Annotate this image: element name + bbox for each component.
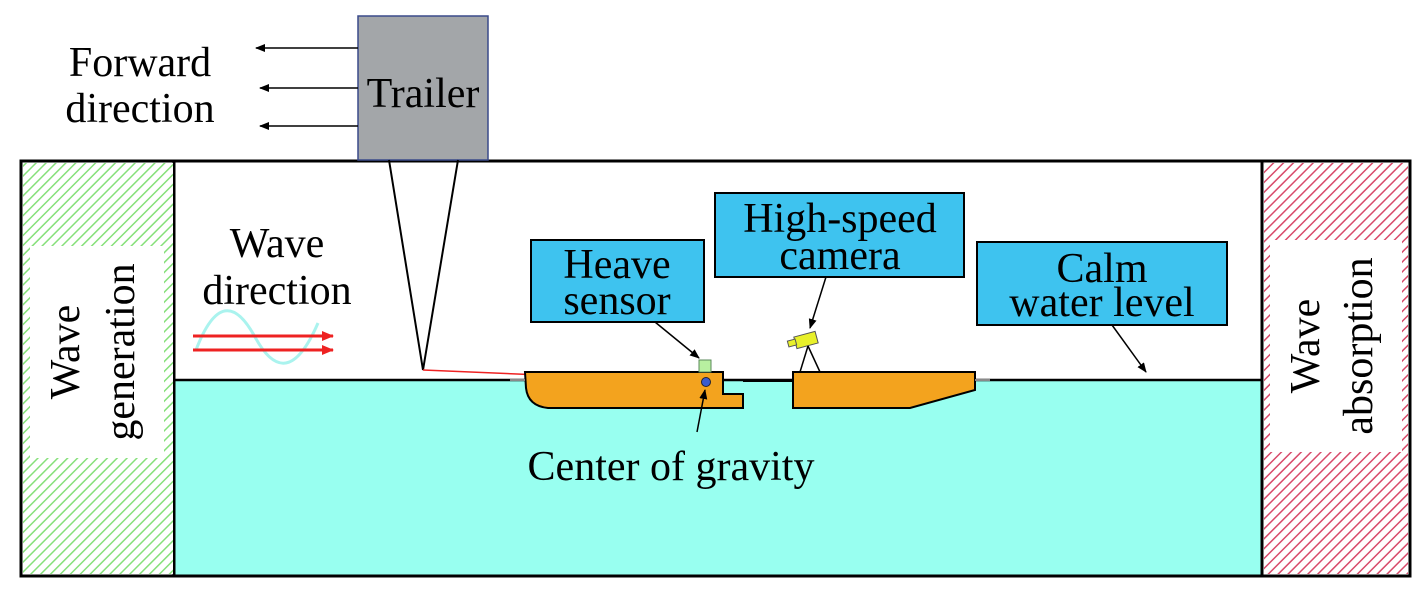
wave-generation-label-1: Wave (43, 305, 89, 400)
cog-pointer (696, 389, 708, 433)
forward-direction-label-1: Forward (69, 40, 211, 86)
wave-absorption-label-2: absorption (1336, 257, 1382, 434)
wave-absorption-label-1: Wave (1283, 299, 1329, 394)
wave-generation-label-bg (30, 246, 164, 458)
trailer-box (357, 15, 489, 161)
heave-sensor-box (530, 239, 705, 323)
tank-outline (19, 159, 1412, 578)
center-of-gravity-dot (701, 377, 711, 387)
water-body (174, 380, 1262, 576)
camera-label-2: camera (779, 233, 901, 279)
heave-sensor-icon (698, 359, 712, 373)
calm-water-box (976, 241, 1228, 326)
wave-direction-label-1: Wave (230, 221, 325, 267)
trailer-label: Trailer (367, 71, 480, 117)
high-speed-camera-icon (786, 330, 821, 373)
center-of-gravity-label: Center of gravity (528, 444, 815, 490)
heave-sensor-pointer (654, 321, 700, 359)
towing-arm (388, 159, 459, 371)
forward-direction-label-2: direction (65, 86, 214, 132)
camera-box (714, 192, 965, 278)
camera-label-1: High-speed (743, 196, 937, 242)
camera-pointer (808, 276, 827, 329)
model-hull-fore (792, 371, 976, 409)
wave-direction-label-2: direction (202, 268, 351, 314)
heave-sensor-label-2: sensor (563, 278, 670, 324)
calm-water-pointer (1111, 324, 1147, 373)
heave-sensor-label-1: Heave (563, 242, 670, 288)
calm-water-label-1: Calm (1057, 246, 1148, 292)
wave-absorption-label-bg (1270, 240, 1402, 452)
wave-generation-label-2: generation (98, 263, 144, 440)
calm-water-label-2: water level (1009, 280, 1194, 326)
model-hull-aft (523, 371, 744, 409)
